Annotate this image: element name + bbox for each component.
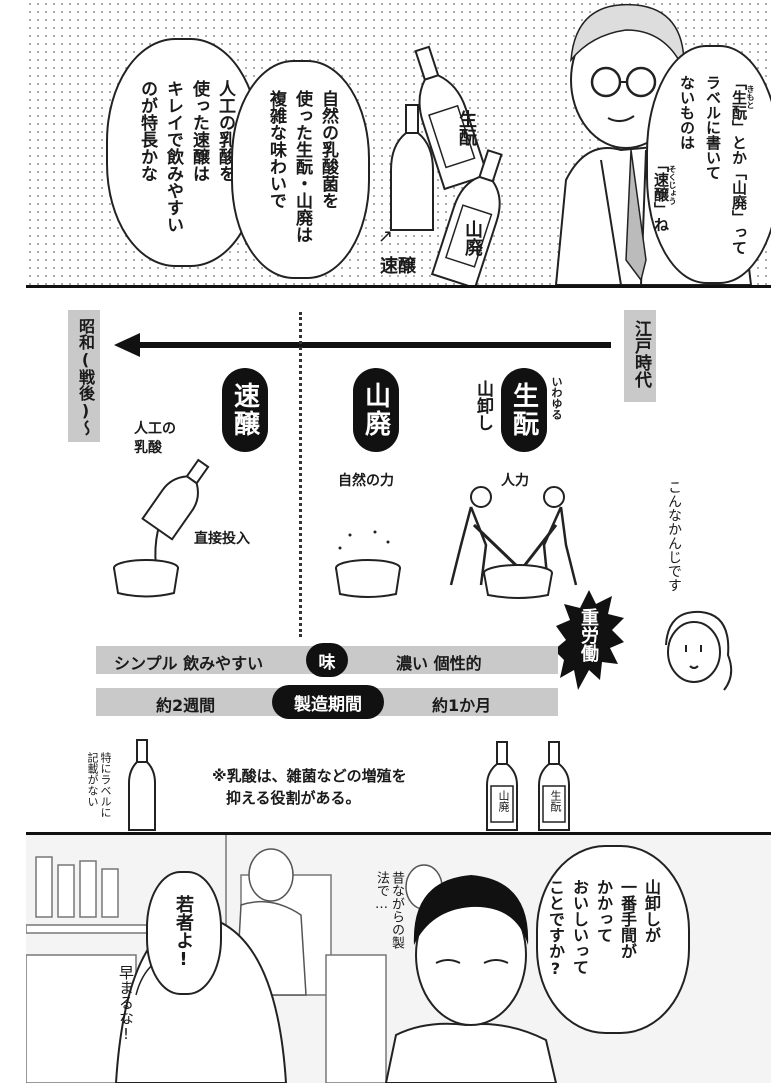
heavy-labor-label: 重労働 xyxy=(578,608,599,662)
period-bar: 約2週間 製造期間 約1か月 xyxy=(96,685,558,719)
timeline-arrow xyxy=(114,333,611,357)
furigana-sokujo: そくじょう xyxy=(668,165,677,205)
speech-bubble-right: 「生酛」とか「山廃」って ラベルに書いて ないものは 「速醸」ね きもと そくじ… xyxy=(646,45,771,284)
era-right-box: 江戸時代 xyxy=(624,310,656,402)
era-right-label: 江戸時代 xyxy=(631,320,651,388)
shout-text: 早まるな! xyxy=(117,965,135,1043)
bubble-mid-line-2: 使った生酛・山廃は xyxy=(292,90,312,243)
bubble-right-line-2: ラベルに書いて xyxy=(704,75,722,180)
top-panel: 生酛 山廃 ↗ 速醸 人工の乳酸を 使った速醸は キレイで飲みやすい のが特長か… xyxy=(26,0,771,288)
footnote-line-1: ※乳酸は、雑菌などの増殖を xyxy=(212,767,407,785)
kimoto-method: 人力 xyxy=(501,473,529,489)
yamahai-method: 自然の力 xyxy=(338,473,394,489)
kimoto-alias: 山卸し xyxy=(473,380,493,431)
yamahai-illustration xyxy=(335,530,401,598)
bubble-left-line-2: 使った速醸は xyxy=(189,80,209,182)
sokujo-illustration xyxy=(113,458,210,598)
yamahai-bottle-label: 山廃 xyxy=(497,790,510,812)
bottle-label-kimoto: 生酛 xyxy=(456,110,477,146)
question-line-4: おいしいって xyxy=(570,879,589,975)
no-label-note: 特にラベルに記載がない xyxy=(86,752,112,818)
kimoto-prefix: いわゆる xyxy=(550,376,563,420)
bubble-right-line-4: 「速醸」ね xyxy=(652,157,670,232)
sokujo-caption: 速醸 xyxy=(380,256,416,277)
taste-center: 味 xyxy=(306,643,348,677)
dotted-divider xyxy=(299,312,302,637)
bottom-panel: 若者よ! 早まるな! 昔ながらの製法で… 山卸しが 一番手間が かかって おいし… xyxy=(26,832,771,1083)
speech-bubble-question: 山卸しが 一番手間が かかって おいしいって ことですか? xyxy=(536,845,690,1034)
label-sokujo: 速醸 xyxy=(222,368,268,452)
bubble-left-line-3: キレイで飲みやすい xyxy=(163,80,183,233)
bubble-left-line-4: のが特長かな xyxy=(137,80,157,182)
kimoto-bottle-label: 生酛 xyxy=(549,790,562,812)
mutter-text: 昔ながらの製法で… xyxy=(374,871,404,949)
bubble-mid-line-3: 複雑な味わいで xyxy=(266,90,286,209)
period-left: 約2週間 xyxy=(156,696,216,715)
footnote-line-2: 抑える役割がある。 xyxy=(226,789,361,807)
era-left-label: 昭和(戦後)〜 xyxy=(76,318,95,436)
kimoto-bottle xyxy=(538,741,570,831)
bubble-left-line-1: 人工の乳酸を xyxy=(215,80,235,182)
heavy-labor-burst xyxy=(554,590,624,690)
bubble-right-line-1: 「生酛」とか「山廃」って xyxy=(730,75,748,255)
plain-bottle xyxy=(128,739,156,831)
bottle-label-yamahai: 山廃 xyxy=(462,220,483,256)
taste-right: 濃い 個性的 xyxy=(396,654,482,673)
sokujo-note-2: 乳酸 xyxy=(134,440,162,456)
bubble-mid-line-1: 自然の乳酸菌を xyxy=(318,90,338,209)
woman-illustration xyxy=(665,610,733,691)
kimoto-illustration xyxy=(449,486,578,599)
diagram-panel: 江戸時代 昭和(戦後)〜 速醸 山廃 生酛 いわゆる 山卸し 人工の 乳酸 直接… xyxy=(26,290,771,835)
period-right: 約1か月 xyxy=(432,696,492,715)
handwritten-note: こんなかんじです xyxy=(666,480,682,592)
taste-left: シンプル 飲みやすい xyxy=(114,654,264,673)
youngster-text: 若者よ! xyxy=(173,895,194,970)
speech-bubble-middle: 自然の乳酸菌を 使った生酛・山廃は 複雑な味わいで xyxy=(231,60,370,279)
taste-bar: シンプル 飲みやすい 味 濃い 個性的 xyxy=(96,643,558,677)
period-center: 製造期間 xyxy=(272,685,384,719)
label-yamahai: 山廃 xyxy=(353,368,399,452)
era-left-box: 昭和(戦後)〜 xyxy=(68,310,100,442)
question-line-3: かかって xyxy=(594,879,613,943)
bubble-right-line-3: ないものは xyxy=(678,75,696,150)
sokujo-note-1: 人工の xyxy=(134,421,176,437)
arrow-mark: ↗ xyxy=(378,226,394,247)
yamahai-bottle xyxy=(486,741,518,831)
question-line-5: ことですか? xyxy=(546,879,565,978)
sake-bottles-illustration xyxy=(390,45,503,285)
speech-bubble-youngster: 若者よ! xyxy=(146,871,222,995)
question-line-2: 一番手間が xyxy=(618,879,637,959)
label-kimoto: 生酛 xyxy=(501,368,547,452)
furigana-kimoto: きもと xyxy=(746,85,755,109)
sokujo-method: 直接投入 xyxy=(194,531,250,547)
question-line-1: 山卸しが xyxy=(642,879,661,943)
